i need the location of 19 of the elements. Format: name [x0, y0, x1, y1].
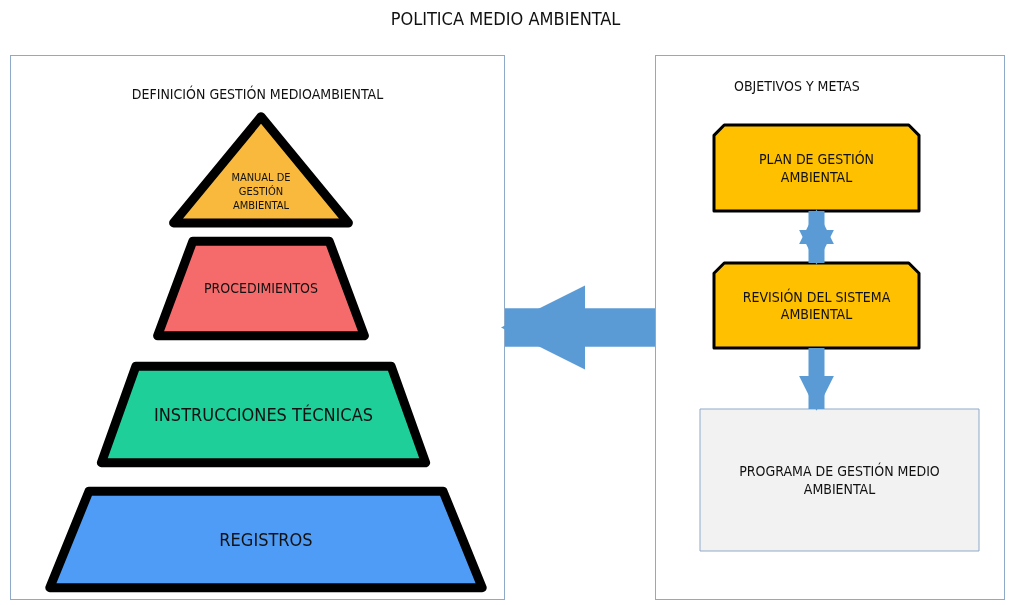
layer-label: REGISTROS — [218, 528, 314, 551]
layer-label: PROGRAMA DE GESTIÓN MEDIO AMBIENTAL — [738, 462, 941, 498]
trapezoid-layer — [151, 236, 371, 341]
block-arrow — [798, 348, 835, 411]
double-arrow — [798, 209, 835, 265]
panel — [655, 55, 1005, 600]
process-box — [700, 409, 979, 551]
block-arrow — [500, 285, 655, 370]
layer-label: PLAN DE GESTIÓN AMBIENTAL — [757, 150, 876, 186]
title: POLITICA MEDIO AMBIENTAL — [389, 8, 622, 29]
process-box — [714, 125, 919, 211]
panel-heading: DEFINICIÓN GESTIÓN MEDIOAMBIENTAL — [131, 86, 384, 102]
layer-label: REVISIÓN DEL SISTEMA AMBIENTAL — [741, 288, 892, 323]
panel-heading: OBJETIVOS Y METAS — [734, 78, 860, 94]
layer-label: MANUAL DE GESTIÓN AMBIENTAL — [230, 171, 292, 213]
layer-label: INSTRUCCIONES TÉCNICAS — [152, 403, 375, 426]
process-box — [714, 263, 919, 348]
layer-label: PROCEDIMIENTOS — [203, 279, 319, 298]
panel — [10, 55, 505, 600]
